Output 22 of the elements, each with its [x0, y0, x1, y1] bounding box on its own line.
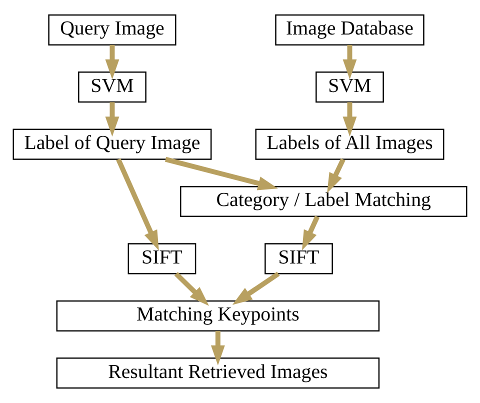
arrow	[105, 102, 120, 137]
arrow	[174, 272, 209, 306]
arrow	[302, 216, 320, 250]
arrow	[342, 44, 357, 80]
arrow	[105, 44, 120, 80]
node-box: Label of Query Image	[12, 128, 212, 160]
node-box: Labels of All Images	[255, 128, 444, 160]
node-box: Query Image	[48, 14, 176, 46]
node-box: Resultant Retrieved Images	[56, 358, 380, 389]
node-box: SVM	[78, 72, 146, 103]
node-box: SIFT	[264, 243, 333, 274]
node-box: SIFT	[128, 243, 196, 274]
node-box: SVM	[316, 72, 384, 103]
node-box: Matching Keypoints	[56, 300, 380, 332]
arrow	[327, 158, 346, 194]
node-box: Category / Label Matching	[180, 186, 468, 218]
arrow	[342, 102, 357, 137]
arrow	[164, 156, 278, 190]
arrow	[232, 272, 280, 305]
arrow	[210, 330, 225, 366]
arrow	[116, 158, 159, 250]
node-box: Image Database	[275, 14, 424, 46]
